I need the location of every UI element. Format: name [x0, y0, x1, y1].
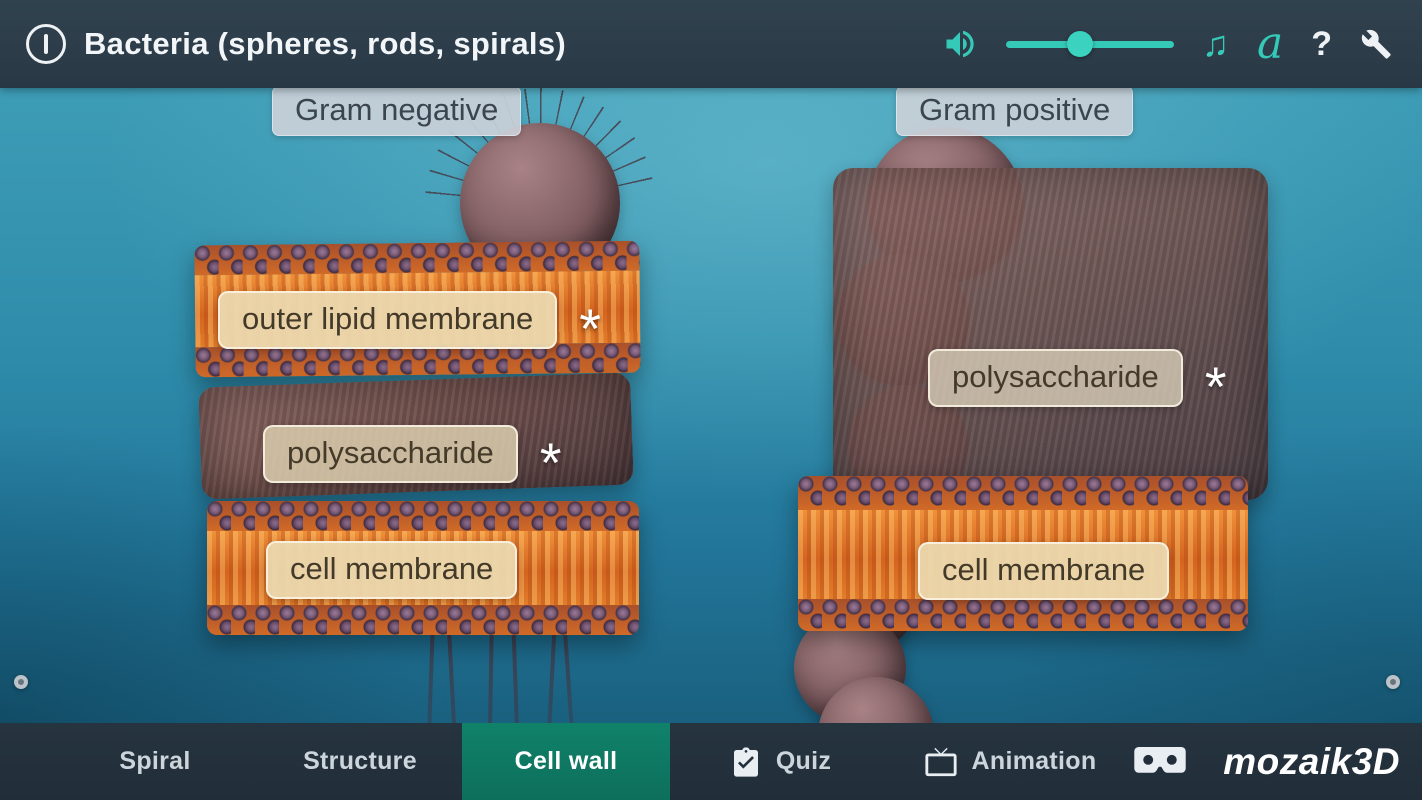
- scene-handle-right[interactable]: [1386, 675, 1400, 689]
- label-row-polysaccharide-left: polysaccharide *: [263, 425, 562, 495]
- footnote-asterisk: *: [1204, 355, 1227, 419]
- animation-icon: [924, 745, 958, 779]
- tab-spiral[interactable]: Spiral: [60, 723, 250, 800]
- flagellum: [447, 632, 461, 723]
- power-icon: [44, 34, 48, 54]
- tab-quiz[interactable]: Quiz: [688, 723, 873, 800]
- footnote-asterisk: *: [579, 297, 601, 361]
- flagellum: [543, 626, 557, 723]
- mozaik3d-logo[interactable]: mozaik3D: [1223, 740, 1400, 782]
- tab-structure-label: Structure: [303, 747, 417, 775]
- music-toggle-icon[interactable]: ♫: [1201, 23, 1229, 64]
- lipid-bead-row: [798, 599, 1248, 631]
- tab-structure[interactable]: Structure: [260, 723, 460, 800]
- settings-button[interactable]: [1360, 28, 1392, 60]
- quiz-icon: [730, 746, 762, 778]
- flagellum: [425, 625, 435, 723]
- group-label-gram-positive: Gram positive: [896, 88, 1134, 136]
- tab-cell-wall-label: Cell wall: [514, 747, 618, 775]
- tab-quiz-label: Quiz: [775, 747, 832, 775]
- label-row-outer-lipid-membrane: outer lipid membrane *: [218, 291, 601, 361]
- lipid-bead-row: [194, 240, 640, 276]
- tab-cell-wall[interactable]: Cell wall: [462, 723, 670, 800]
- narration-toggle[interactable]: a: [1256, 18, 1284, 69]
- header-controls: ♫ a ?: [942, 22, 1392, 66]
- label-row-cell-membrane-right: cell membrane: [918, 542, 1170, 600]
- flagellum: [511, 632, 523, 723]
- footnote-asterisk: *: [539, 431, 562, 495]
- label-row-polysaccharide-right: polysaccharide *: [928, 349, 1227, 419]
- label-polysaccharide-right[interactable]: polysaccharide: [928, 349, 1183, 407]
- top-bar: Bacteria (spheres, rods, spirals) ♫ a ?: [0, 0, 1422, 88]
- vr-goggles-icon: [1134, 746, 1186, 777]
- polysaccharide-slab-right: [833, 168, 1268, 500]
- label-cell-membrane-right[interactable]: cell membrane: [918, 542, 1170, 600]
- volume-slider[interactable]: [1005, 31, 1174, 57]
- label-outer-lipid-membrane[interactable]: outer lipid membrane: [218, 291, 558, 349]
- tab-animation[interactable]: Animation: [885, 723, 1135, 800]
- tab-spiral-label: Spiral: [119, 747, 191, 775]
- power-button[interactable]: [26, 24, 66, 64]
- group-label-gram-negative: Gram negative: [272, 88, 522, 136]
- lipid-bead-row: [798, 476, 1248, 510]
- bottom-nav: Spiral Structure Cell wall Quiz Animatio…: [0, 723, 1422, 800]
- flagellum: [562, 628, 578, 723]
- volume-slider-knob[interactable]: [1066, 31, 1093, 57]
- scene-handle-left[interactable]: [14, 675, 28, 689]
- lipid-bead-row: [207, 605, 639, 635]
- scene-3d-viewport[interactable]: Gram negative Gram positive outer lipid …: [0, 88, 1422, 723]
- label-polysaccharide-left[interactable]: polysaccharide: [263, 425, 518, 483]
- volume-icon[interactable]: [942, 26, 978, 62]
- lipid-bead-row: [207, 501, 639, 531]
- vr-mode-button[interactable]: [1120, 723, 1200, 800]
- page-title: Bacteria (spheres, rods, spirals): [84, 26, 566, 61]
- label-cell-membrane-left[interactable]: cell membrane: [266, 541, 518, 599]
- label-row-cell-membrane-left: cell membrane: [266, 541, 518, 599]
- tab-animation-label: Animation: [971, 747, 1097, 775]
- flagellum: [486, 627, 494, 723]
- help-button[interactable]: ?: [1311, 24, 1332, 63]
